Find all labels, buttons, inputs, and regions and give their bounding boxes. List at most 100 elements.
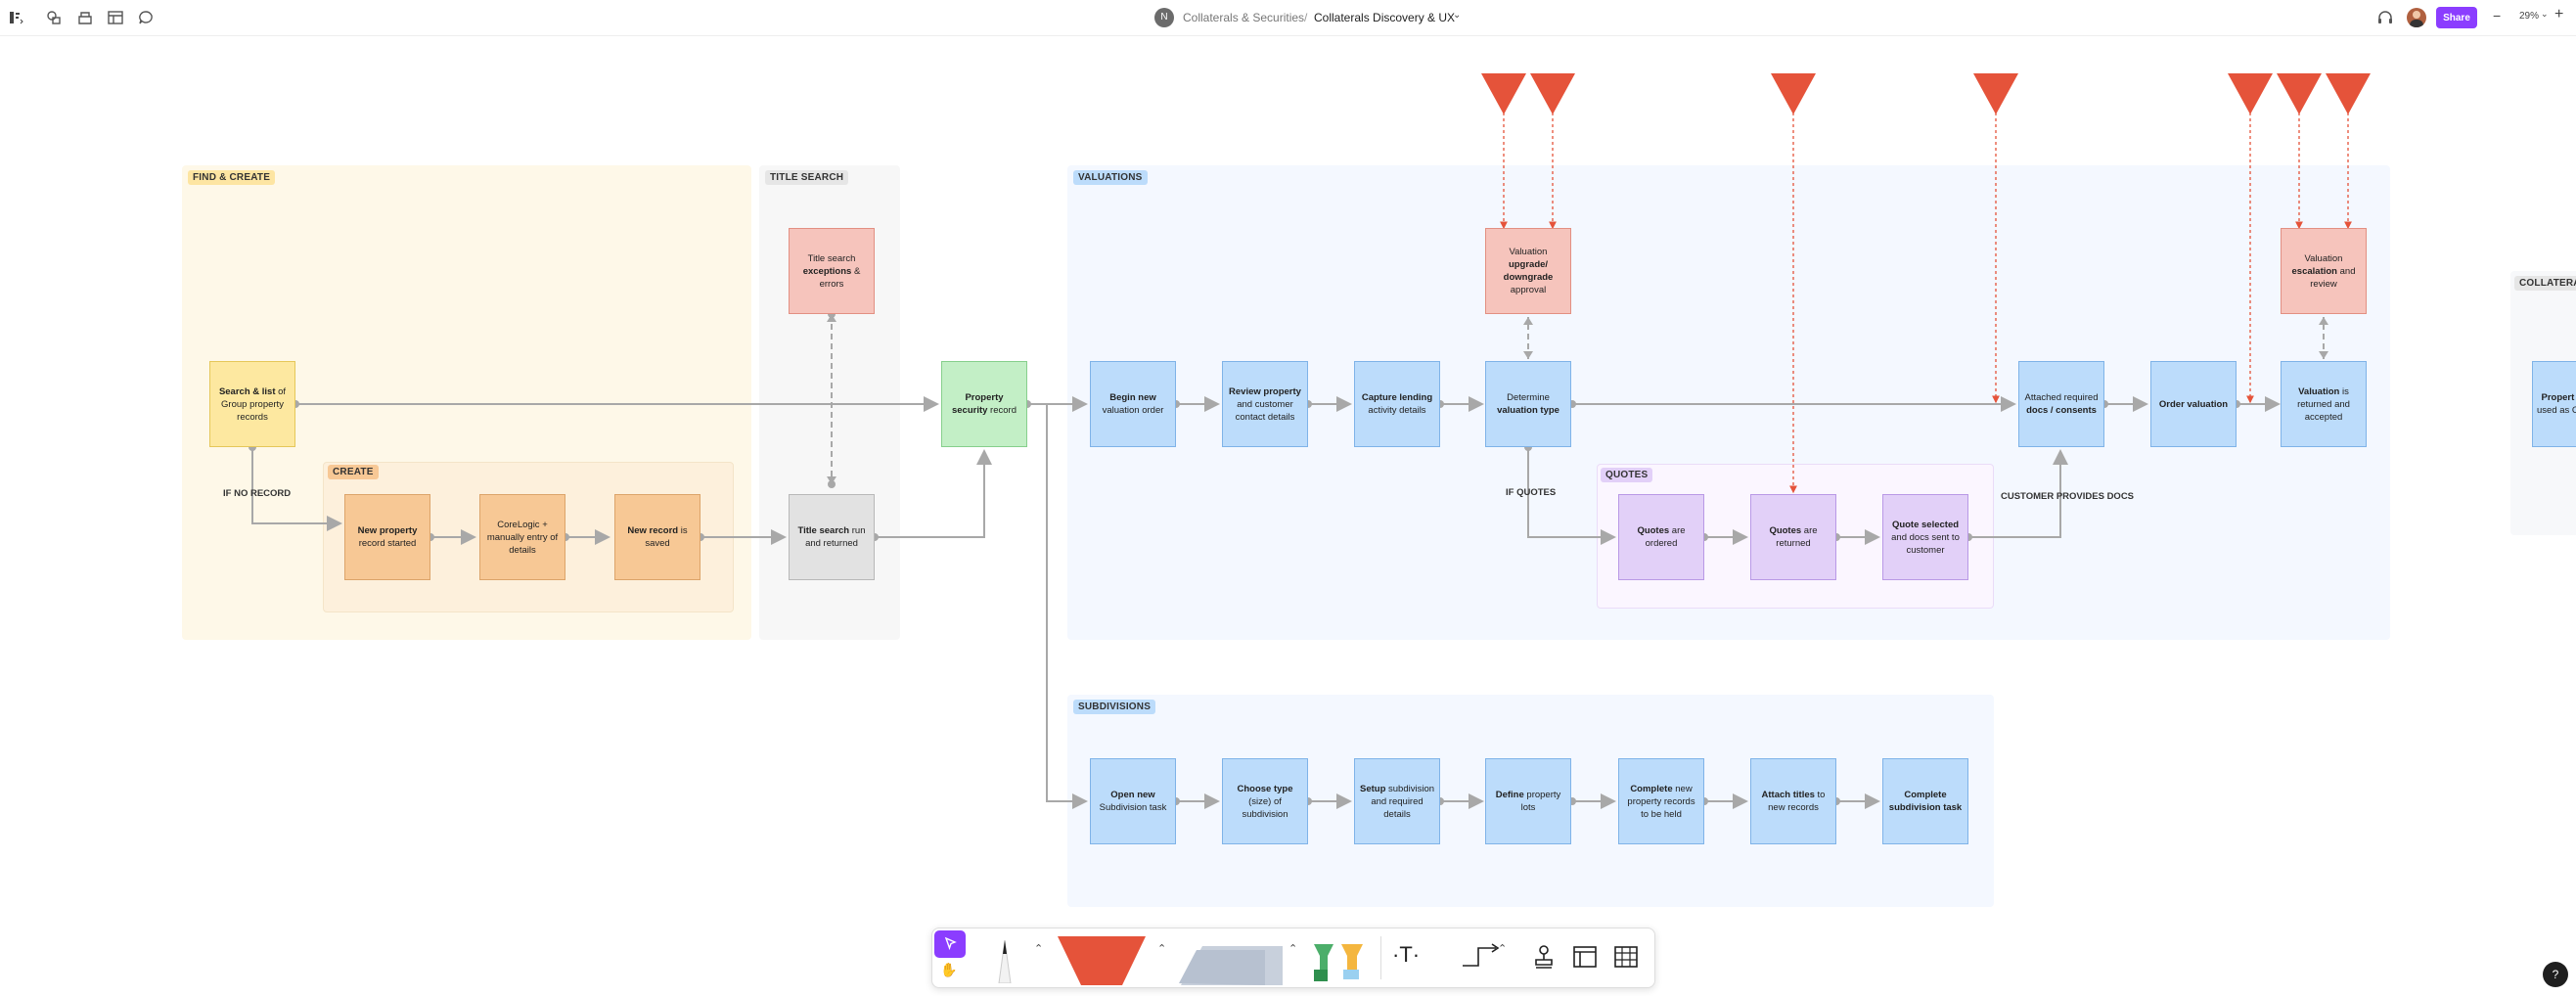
node-text-strong: docs / consents — [2026, 405, 2097, 416]
table-tool-icon[interactable] — [1611, 942, 1641, 976]
top-bar: N Collaterals & Securities / Collaterals… — [0, 0, 2576, 36]
node-text-strong: exceptions — [802, 265, 852, 277]
node-text-strong: Define — [1495, 790, 1524, 800]
stamp-icon[interactable] — [1529, 942, 1559, 976]
marker-triangle-icon[interactable] — [2326, 73, 2371, 114]
chevron-down-icon[interactable]: ⌄ — [2541, 9, 2549, 19]
chevron-up-icon[interactable]: ⌃ — [1288, 943, 1298, 955]
node-quotes-returned[interactable]: Quotes are returned — [1750, 494, 1836, 580]
node-text: (size) of subdivision — [1242, 795, 1288, 820]
node-text: record — [987, 405, 1017, 416]
node-text: are returned — [1776, 525, 1818, 549]
connector-tool-button[interactable] — [1457, 938, 1506, 978]
node-complete-subdivision[interactable]: Complete subdivision task — [1882, 758, 1968, 844]
node-text-strong: Order valuation — [2158, 398, 2229, 410]
file-name[interactable]: Collaterals Discovery & UX — [1314, 11, 1456, 24]
chevron-down-icon[interactable]: ⌄ — [1453, 10, 1462, 21]
marker-triangle-icon[interactable] — [1771, 73, 1816, 114]
node-text-strong: Quote selected — [1891, 519, 1960, 530]
node-begin-valuation[interactable]: Begin new valuation order — [1090, 361, 1176, 447]
node-text: of Group property records — [221, 385, 287, 423]
team-avatar[interactable]: N — [1154, 8, 1174, 27]
section-label: FIND & CREATE — [188, 170, 276, 185]
frame-tool-icon[interactable] — [1570, 942, 1600, 976]
node-text-strong: New property — [357, 525, 418, 536]
sticky-note-tool-button[interactable] — [1177, 938, 1285, 990]
node-text: to new records — [1768, 790, 1826, 813]
share-button[interactable]: Share — [2436, 7, 2477, 28]
node-text: subdivision and required details — [1371, 783, 1435, 820]
connector — [1046, 404, 1088, 809]
node-order-valuation[interactable]: Order valuation — [2150, 361, 2237, 447]
section-label: TITLE SEARCH — [765, 170, 849, 185]
section-label: COLLATERAL — [2514, 276, 2576, 291]
help-button[interactable]: ? — [2543, 962, 2568, 987]
node-determine-valuation[interactable]: Determine valuation type — [1485, 361, 1571, 447]
main-menu-icon[interactable] — [6, 8, 25, 27]
shapes-icon[interactable] — [44, 8, 64, 27]
node-text-strong: Quotes — [1769, 525, 1802, 536]
shape-tool-button[interactable] — [1054, 930, 1148, 990]
marker-triangle-icon[interactable] — [2228, 73, 2273, 114]
node-search-list[interactable]: Search & list of Group property records — [209, 361, 295, 447]
node-text-strong: valuation type — [1497, 405, 1559, 416]
marker-triangle-icon[interactable] — [1530, 73, 1575, 114]
node-open-subdivision[interactable]: Open new Subdivision task — [1090, 758, 1176, 844]
node-review-property[interactable]: Review property and customer contact det… — [1222, 361, 1308, 447]
node-text: are ordered — [1645, 525, 1686, 549]
node-new-record[interactable]: New record is saved — [614, 494, 700, 580]
node-valuation-upgrade[interactable]: Valuation upgrade/ downgrade approval — [1485, 228, 1571, 314]
layout-icon[interactable] — [106, 8, 125, 27]
node-complete-records[interactable]: Complete new property records to be held — [1618, 758, 1704, 844]
node-valuation-returned[interactable]: Valuation is returned and accepted — [2281, 361, 2367, 447]
select-tool-button[interactable] — [934, 930, 966, 958]
node-property-used[interactable]: Propert used as C — [2532, 361, 2576, 447]
node-new-property[interactable]: New property record started — [344, 494, 430, 580]
headphones-icon[interactable] — [2375, 8, 2395, 27]
node-corelogic[interactable]: CoreLogic + manually entry of details — [479, 494, 565, 580]
chevron-up-icon[interactable]: ⌃ — [1157, 943, 1167, 955]
node-title-exceptions[interactable]: Title search exceptions & errors — [789, 228, 875, 314]
node-text-strong: Attach titles — [1761, 790, 1815, 800]
hand-icon[interactable]: ✋ — [940, 962, 958, 977]
zoom-level[interactable]: 29% — [2519, 11, 2540, 22]
node-attached-docs[interactable]: Attached required docs / consents — [2018, 361, 2104, 447]
node-setup-subdivision[interactable]: Setup subdivision and required details — [1354, 758, 1440, 844]
text-tool-button[interactable]: ·T· — [1392, 942, 1421, 967]
node-title-search[interactable]: Title search run and returned — [789, 494, 875, 580]
node-text: & errors — [819, 265, 861, 290]
node-text-strong: Title search — [797, 525, 850, 536]
node-text-strong: Valuation — [2298, 385, 2340, 397]
breadcrumb-parent[interactable]: Collaterals & Securities — [1183, 11, 1305, 24]
marker-triangle-icon[interactable] — [1481, 73, 1526, 114]
node-choose-type[interactable]: Choose type (size) of subdivision — [1222, 758, 1308, 844]
whiteboard-canvas[interactable]: FIND & CREATE CREATE TITLE SEARCH VALUAT… — [0, 36, 2576, 996]
marker-triangle-icon[interactable] — [1973, 73, 2018, 114]
stamp-tool-button[interactable] — [1308, 934, 1371, 988]
comment-icon[interactable] — [136, 8, 156, 27]
pen-tool-button[interactable] — [987, 932, 1022, 988]
node-text: and customer contact details — [1235, 398, 1295, 423]
node-text: is saved — [645, 525, 688, 549]
node-text-strong: Choose type — [1237, 783, 1293, 794]
node-quotes-ordered[interactable]: Quotes are ordered — [1618, 494, 1704, 580]
node-quote-selected[interactable]: Quote selected and docs sent to customer — [1882, 494, 1968, 580]
zoom-in-button[interactable]: + — [2554, 6, 2564, 23]
node-text: is returned and accepted — [2297, 385, 2350, 423]
node-define-lots[interactable]: Define property lots — [1485, 758, 1571, 844]
node-attach-titles[interactable]: Attach titles to new records — [1750, 758, 1836, 844]
node-text-strong: upgrade/ downgrade — [1503, 259, 1554, 283]
node-text-strong: escalation — [2291, 265, 2337, 277]
node-property-security[interactable]: Property security record — [941, 361, 1027, 447]
node-capture-lending[interactable]: Capture lending activity details — [1354, 361, 1440, 447]
user-avatar[interactable] — [2407, 8, 2426, 27]
node-text: property lots — [1520, 790, 1561, 813]
node-text: used as C — [2537, 405, 2576, 416]
note-if-no-record: IF NO RECORD — [223, 488, 292, 499]
chevron-up-icon[interactable]: ⌃ — [1498, 943, 1508, 955]
node-valuation-escalation[interactable]: Valuation escalation and review — [2281, 228, 2367, 314]
marker-triangle-icon[interactable] — [2277, 73, 2322, 114]
library-icon[interactable] — [75, 8, 95, 27]
chevron-up-icon[interactable]: ⌃ — [1034, 943, 1044, 955]
zoom-out-button[interactable]: − — [2493, 8, 2502, 23]
